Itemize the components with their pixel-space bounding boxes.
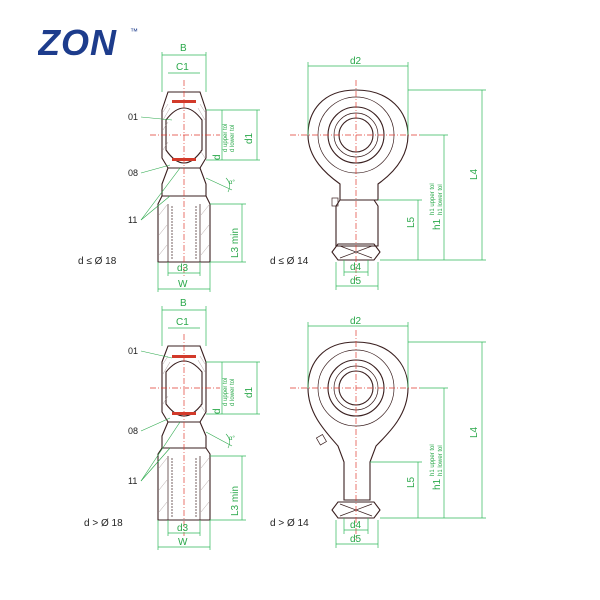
dim-c1-top: C1	[176, 62, 189, 73]
side-view-top: α° B C1 d1 d d upper tol d lower tol L3 …	[78, 43, 260, 292]
logo-text: ZON	[38, 22, 117, 62]
dim-d3-top: d3	[177, 263, 189, 274]
top-drawing-set: α° B C1 d1 d d upper tol d lower tol L3 …	[78, 43, 486, 292]
dim-b-bottom: B	[180, 298, 187, 309]
dim-w-bottom: W	[178, 537, 188, 548]
dim-d1-bottom: d1	[244, 386, 255, 398]
dim-h1-lower-top: h1 lower tol	[438, 184, 444, 215]
dim-d-bottom: d	[212, 408, 223, 414]
dim-d4-bottom: d4	[350, 520, 362, 531]
side-view-bottom: α° B C1 d1 d d upper tol d lower tol L3 …	[84, 298, 260, 550]
dim-l3-bottom: L3 min	[230, 486, 241, 516]
callout-08-bottom: 08	[128, 426, 138, 436]
bottom-drawing-set: α° B C1 d1 d d upper tol d lower tol L3 …	[84, 298, 486, 550]
front-view-top: d2 L4 h1 h1 upper tol h1 lower tol L5 d4	[270, 56, 486, 290]
dim-h1-upper-bottom: h1 upper tol	[430, 444, 436, 476]
callout-11-top: 11	[128, 215, 137, 225]
condition-side-top: d ≤ Ø 18	[78, 256, 117, 267]
side-hatch-bottom	[162, 355, 206, 413]
dim-d4-top: d4	[350, 262, 362, 273]
dim-d-lower-bottom: d lower tol	[230, 379, 236, 406]
dim-h1-lower-bottom: h1 lower tol	[438, 445, 444, 476]
side-hatch-top	[162, 103, 206, 159]
svg-text:α°: α°	[229, 436, 235, 442]
dim-w-top: W	[178, 279, 188, 290]
dim-d2-bottom: d2	[350, 316, 362, 327]
dim-b-top: B	[180, 43, 187, 54]
dim-l4-bottom: L4	[469, 426, 480, 438]
callout-08-top: 08	[128, 168, 138, 178]
zon-logo: ZON ™	[37, 22, 148, 63]
seal-upper-top	[172, 100, 196, 103]
svg-text:α°: α°	[229, 180, 235, 186]
dim-h1-top: h1	[432, 218, 443, 230]
dim-d3-bottom: d3	[177, 523, 189, 534]
front-view-bottom: d2 L4 h1 h1 upper tol h1 lower tol L5 d4…	[270, 316, 486, 548]
dim-h1-bottom: h1	[432, 478, 443, 490]
callout-11-bottom: 11	[128, 476, 137, 486]
callout-01-top: 01	[128, 112, 138, 122]
dim-c1-bottom: C1	[176, 317, 189, 328]
condition-front-top: d ≤ Ø 14	[270, 256, 309, 267]
dim-d-upper-bottom: d upper tol	[223, 378, 229, 406]
callout-01-bottom: 01	[128, 346, 138, 356]
dim-d5-bottom: d5	[350, 534, 362, 545]
dim-l5-top: L5	[406, 216, 417, 228]
condition-side-bottom: d > Ø 18	[84, 518, 123, 529]
dim-d1-top: d1	[244, 132, 255, 144]
logo-trademark: ™	[130, 27, 138, 36]
dim-h1-upper-top: h1 upper tol	[430, 183, 436, 215]
dim-l4-top: L4	[469, 168, 480, 180]
dim-d2-top: d2	[350, 56, 362, 67]
dim-l5-bottom: L5	[406, 476, 417, 488]
dim-l3-top: L3 min	[230, 228, 241, 258]
dim-d-upper-top: d upper tol	[223, 124, 229, 152]
dim-d5-top: d5	[350, 276, 362, 287]
condition-front-bottom: d > Ø 14	[270, 518, 309, 529]
dim-d-top: d	[212, 154, 223, 160]
dim-d-lower-top: d lower tol	[230, 125, 236, 152]
